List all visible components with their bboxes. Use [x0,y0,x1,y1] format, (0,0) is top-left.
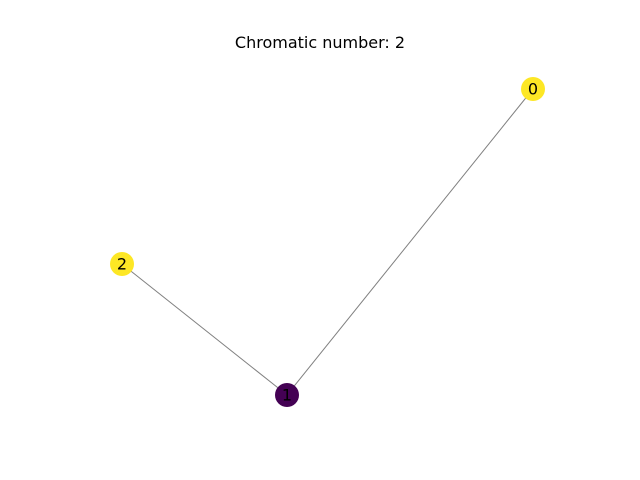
graph-edge-2-1 [121,263,288,396]
node-circle [521,77,545,101]
node-label: 0 [528,80,538,99]
node-label: 1 [282,386,292,405]
figure-title: Chromatic number: 2 [234,33,406,52]
node-label: 2 [117,255,127,274]
node-circle [110,252,134,276]
graph-edge-0-1 [286,88,534,396]
node-circle [275,383,299,407]
graph-node-0: 0 [521,77,545,101]
graph-node-2: 2 [110,252,134,276]
edges-layer [121,88,534,396]
nodes-layer: 0 1 2 [110,77,545,407]
graph-node-1: 1 [275,383,299,407]
